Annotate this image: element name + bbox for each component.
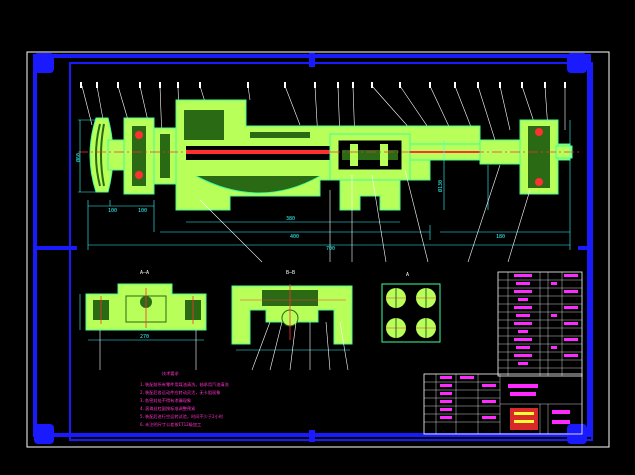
title-block [423,373,583,435]
center-mark-bottom [309,430,315,442]
dim-bottom: 700 [326,246,335,252]
outer-border [26,51,610,448]
dimension-lines [78,119,571,250]
dim-mid: 400 [290,234,299,240]
parts-list-table [497,271,583,377]
corner-mark-bl [34,424,54,444]
center-mark-left [35,246,77,250]
grid-label: A [406,272,409,278]
section-mark-a: A—A [140,270,149,276]
corner-mark-tl [34,53,54,73]
nut-block [329,133,411,181]
note-3: 3.各密封处不得有渗漏现象 [140,397,191,404]
dim-block-a: 270 [140,334,149,340]
note-4: 4.滚珠丝杠副按标准调整预紧 [140,405,195,412]
left-bearing-housing [123,117,177,195]
sheet-frame [26,51,610,448]
center-mark-right [578,246,592,250]
dim-left-a: 100 [108,208,117,214]
handwheel [89,117,125,193]
leader-lines-bottom [199,164,531,263]
right-bearing-housing [519,119,573,195]
dim-side-right: Ø130 [437,180,444,192]
balloon-ticks-top [80,82,566,88]
hole-pattern-view: A [381,272,441,343]
section-view-a: A—A 270 [79,270,207,370]
main-assembly: 100 100 380 400 700 180 Ø60 Ø130 [75,82,582,263]
dim-side-left: Ø60 [75,153,82,162]
note-6: 6.未注明尺寸公差按IT12级加工 [140,421,201,428]
dim-right-a: 180 [496,234,505,240]
dim-inner: 380 [286,216,295,222]
note-2: 2.装配后各运动件应转动灵活，无卡阻现象 [140,389,220,396]
dim-left-small: 100 [138,208,147,214]
technical-notes: 技术要求 1.装配前所有零件用煤油清洗，轴承用汽油清洗 2.装配后各运动件应转动… [140,370,230,428]
note-5: 5.装配后进行空运转试验，时间不少于2小时 [140,413,224,420]
notes-title: 技术要求 [162,370,180,377]
corner-mark-tr [567,53,587,73]
center-mark-top [309,53,315,67]
section-mark-b: B—B [286,270,295,276]
inner-frame [69,62,593,441]
note-1: 1.装配前所有零件用煤油清洗，轴承用汽油清洗 [140,381,230,388]
section-view-b: B—B [231,270,353,371]
